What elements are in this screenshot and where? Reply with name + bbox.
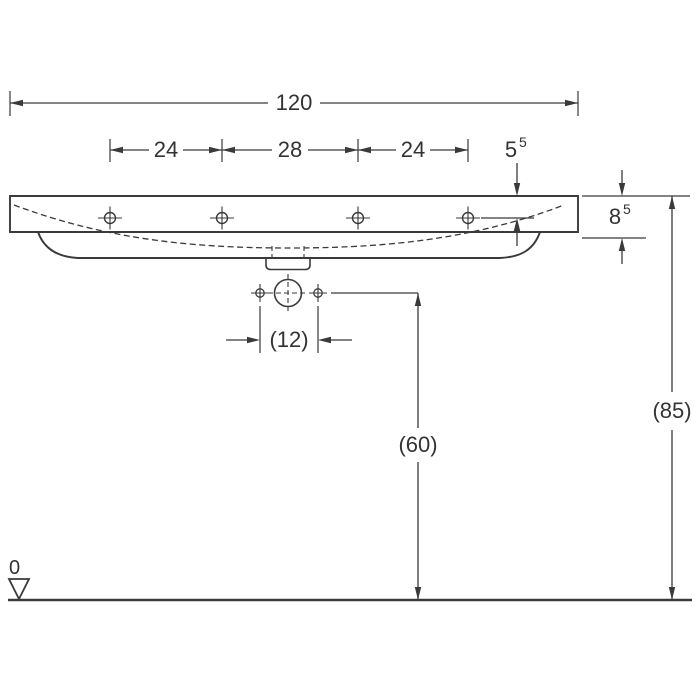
apron-height-superscript: 5 <box>623 201 631 217</box>
spacing-right-label: 24 <box>401 137 425 162</box>
datum-level-label: 0 <box>9 557 20 579</box>
zero-datum: 0 <box>7 557 31 602</box>
tap-hole-3 <box>346 206 370 230</box>
tap-hole-2 <box>210 206 234 230</box>
dim-overall-width: 120 <box>9 90 579 116</box>
dim-drain-height: (60) <box>331 292 438 600</box>
basin-bowl-hidden-edge <box>13 204 565 257</box>
tap-offset-label: 5 <box>505 137 517 162</box>
dim-drain-spacing: (12) <box>226 306 352 353</box>
tap-hole-4 <box>456 206 480 230</box>
dim-apron-height: 8 5 <box>582 170 690 264</box>
tap-hole-1 <box>98 206 122 230</box>
apron-height-label: 8 <box>609 204 621 229</box>
washbasin-outline <box>9 195 579 259</box>
spacing-center-label: 28 <box>278 137 302 162</box>
dim-overall-height: (85) <box>652 196 692 600</box>
drain-symbol <box>251 274 327 312</box>
dim-tap-offset: 5 5 <box>481 134 534 246</box>
overall-width-label: 120 <box>276 90 313 115</box>
drain-spacing-label: (12) <box>269 327 308 352</box>
datum-triangle-icon <box>7 578 31 602</box>
spacing-left-label: 24 <box>154 137 178 162</box>
drain-boss <box>265 258 311 271</box>
overall-height-label: (85) <box>652 398 691 423</box>
tap-offset-superscript: 5 <box>519 134 527 150</box>
dim-tap-spacings: 24 28 24 <box>109 137 469 162</box>
drain-height-label: (60) <box>398 432 437 457</box>
